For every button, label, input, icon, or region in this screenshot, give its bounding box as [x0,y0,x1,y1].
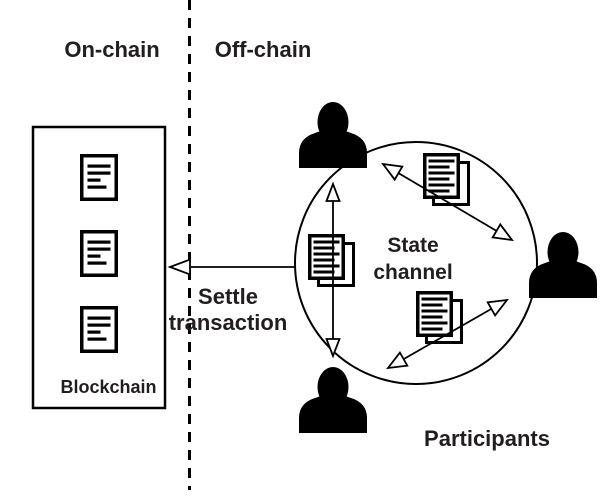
blockchain-box [31,125,167,410]
block-document-icon [80,154,118,201]
vertical-exchange-arrow [325,181,341,359]
state-document-stack-icon [416,291,464,345]
top-diagonal-exchange-arrow [380,162,515,242]
block-document-icon [80,306,118,353]
settle-transaction-arrow [167,258,295,276]
bottom-diagonal-exchange-arrow [385,298,510,370]
state-channel-circle [294,141,538,385]
state-document-stack-icon [423,153,471,207]
participants-label: Participants [424,426,550,451]
participant-right-icon [529,232,597,298]
state-channel-label-line2: channel [373,261,453,284]
block-document-icon [80,230,118,277]
on-chain-label: On-chain [64,37,160,62]
state-channel-label-line1: State [387,234,439,257]
state-channel-label: State channel [313,232,513,286]
blockchain-label: Blockchain [60,377,157,397]
participant-bottom-icon [299,367,367,433]
participant-top-icon [299,102,367,168]
settle-transaction-label: Settle transaction [128,284,328,336]
off-chain-label: Off-chain [214,37,312,62]
settle-transaction-label-line2: transaction [168,310,288,335]
settle-transaction-label-line1: Settle [198,284,258,309]
